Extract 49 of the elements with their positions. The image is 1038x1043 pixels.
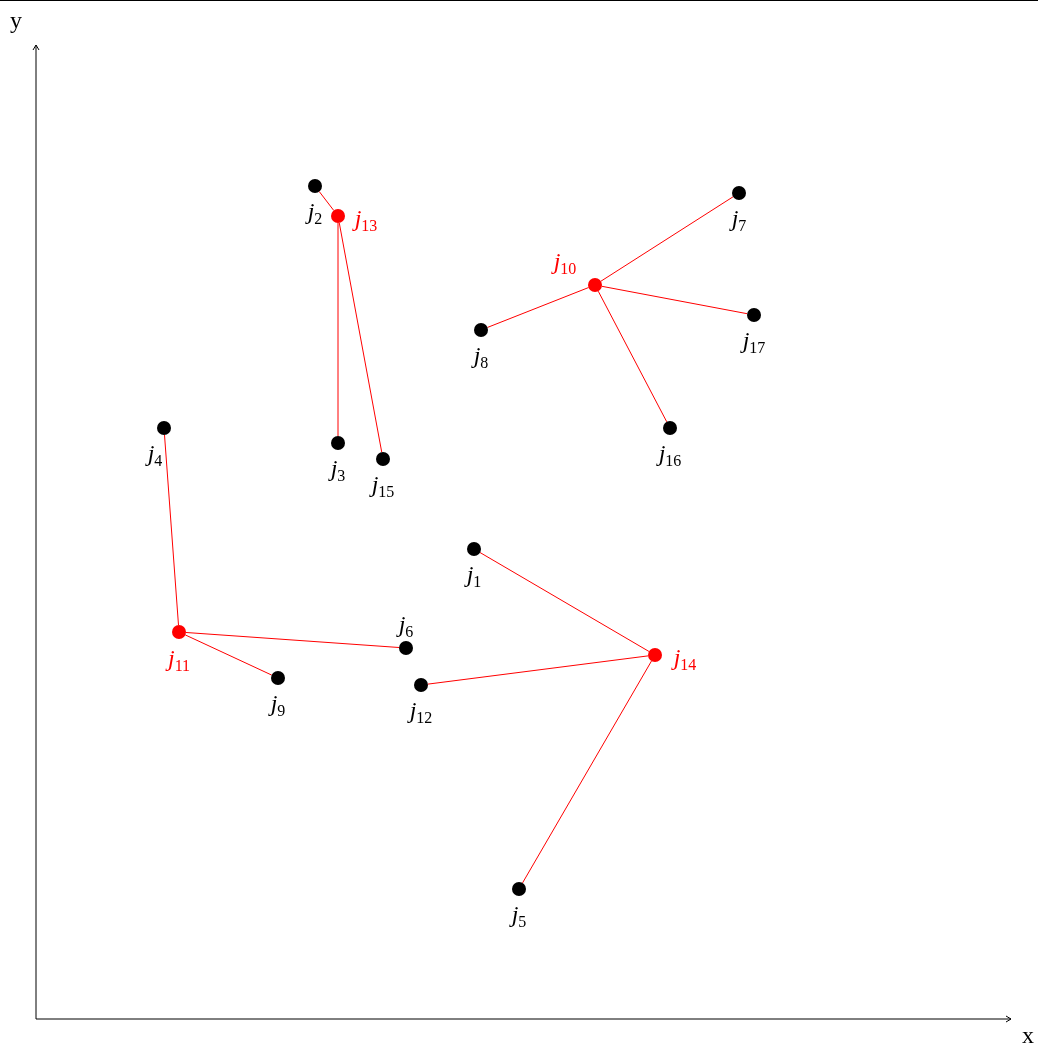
- point-dot: [157, 421, 171, 435]
- connector-line: [600, 196, 734, 282]
- connector-line: [337, 222, 339, 437]
- point-dot: [732, 186, 746, 200]
- connector-line: [601, 285, 748, 315]
- point-label: j$_{3}$: [330, 455, 346, 485]
- point-label: j$_{13}$: [354, 205, 378, 235]
- point-label: j$_{2}$: [307, 198, 323, 228]
- connector-line: [522, 660, 652, 884]
- connector-line: [184, 634, 273, 676]
- point-label: j$_{14}$: [673, 644, 697, 674]
- point-dot: [271, 671, 285, 685]
- point-label: j$_{5}$: [511, 901, 527, 931]
- point-label: j$_{10}$: [553, 248, 577, 278]
- point-label: j$_{6}$: [398, 611, 414, 641]
- axis-label: x: [1022, 1023, 1034, 1043]
- centroid-dot: [648, 648, 662, 662]
- point-label: j$_{9}$: [270, 690, 286, 720]
- point-label: j$_{15}$: [371, 471, 395, 501]
- connector-line: [479, 552, 650, 652]
- point-dot: [512, 882, 526, 896]
- axis-label: y: [10, 8, 22, 32]
- point-label: j$_{8}$: [473, 342, 489, 372]
- connector-line: [338, 222, 383, 453]
- point-dot: [467, 542, 481, 556]
- connector-line: [597, 290, 668, 423]
- point-dot: [747, 308, 761, 322]
- point-label: j$_{1}$: [466, 561, 482, 591]
- point-dot: [474, 323, 488, 337]
- point-label: j$_{16}$: [658, 440, 682, 470]
- connector-line: [427, 655, 649, 685]
- connector-line: [487, 287, 589, 328]
- point-dot: [399, 641, 413, 655]
- point-label: j$_{11}$: [167, 645, 191, 675]
- connector-line: [164, 434, 179, 626]
- connector-line: [185, 632, 400, 648]
- point-label: j$_{4}$: [147, 440, 163, 470]
- connector-line: [318, 191, 335, 211]
- point-dot: [376, 452, 390, 466]
- centroid-dot: [331, 209, 345, 223]
- centroid-dot: [588, 278, 602, 292]
- centroid-dot: [172, 625, 186, 639]
- point-label: j$_{12}$: [409, 697, 433, 727]
- point-label: j$_{17}$: [742, 327, 766, 357]
- point-dot: [663, 421, 677, 435]
- point-dot: [414, 678, 428, 692]
- point-dot: [308, 179, 322, 193]
- point-dot: [331, 436, 345, 450]
- point-label: j$_{7}$: [731, 205, 747, 235]
